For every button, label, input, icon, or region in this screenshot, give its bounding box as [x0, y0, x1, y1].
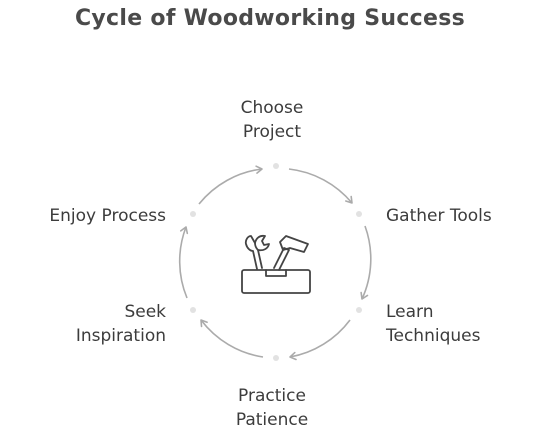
- node-dot-choose: [273, 163, 279, 169]
- arrow-seek-to-enjoy: [178, 226, 189, 299]
- step-label-learn-techniques: Learn Techniques: [386, 302, 481, 346]
- step-label-seek-inspiration: Seek Inspiration: [75, 302, 166, 346]
- node-dot-seek: [190, 307, 196, 313]
- node-dot-practice: [273, 355, 279, 361]
- arrow-enjoy-to-choose: [198, 165, 263, 205]
- step-label-gather-tools: Gather Tools: [386, 206, 492, 226]
- node-dot-learn: [356, 307, 362, 313]
- step-label-practice-patience: Practice Patience: [235, 386, 309, 430]
- step-label-choose-project: Choose Project: [240, 98, 304, 142]
- arrow-choose-to-gather: [288, 168, 353, 204]
- arrow-gather-to-learn: [360, 225, 372, 300]
- toolbox-icon: [241, 234, 311, 294]
- diagram-title: Cycle of Woodworking Success: [74, 6, 466, 31]
- node-dot-gather: [356, 211, 362, 217]
- arrow-learn-to-practice: [289, 319, 351, 361]
- node-dot-enjoy: [190, 211, 196, 217]
- step-label-enjoy-process: Enjoy Process: [49, 206, 166, 226]
- arrow-practice-to-seek: [200, 319, 264, 358]
